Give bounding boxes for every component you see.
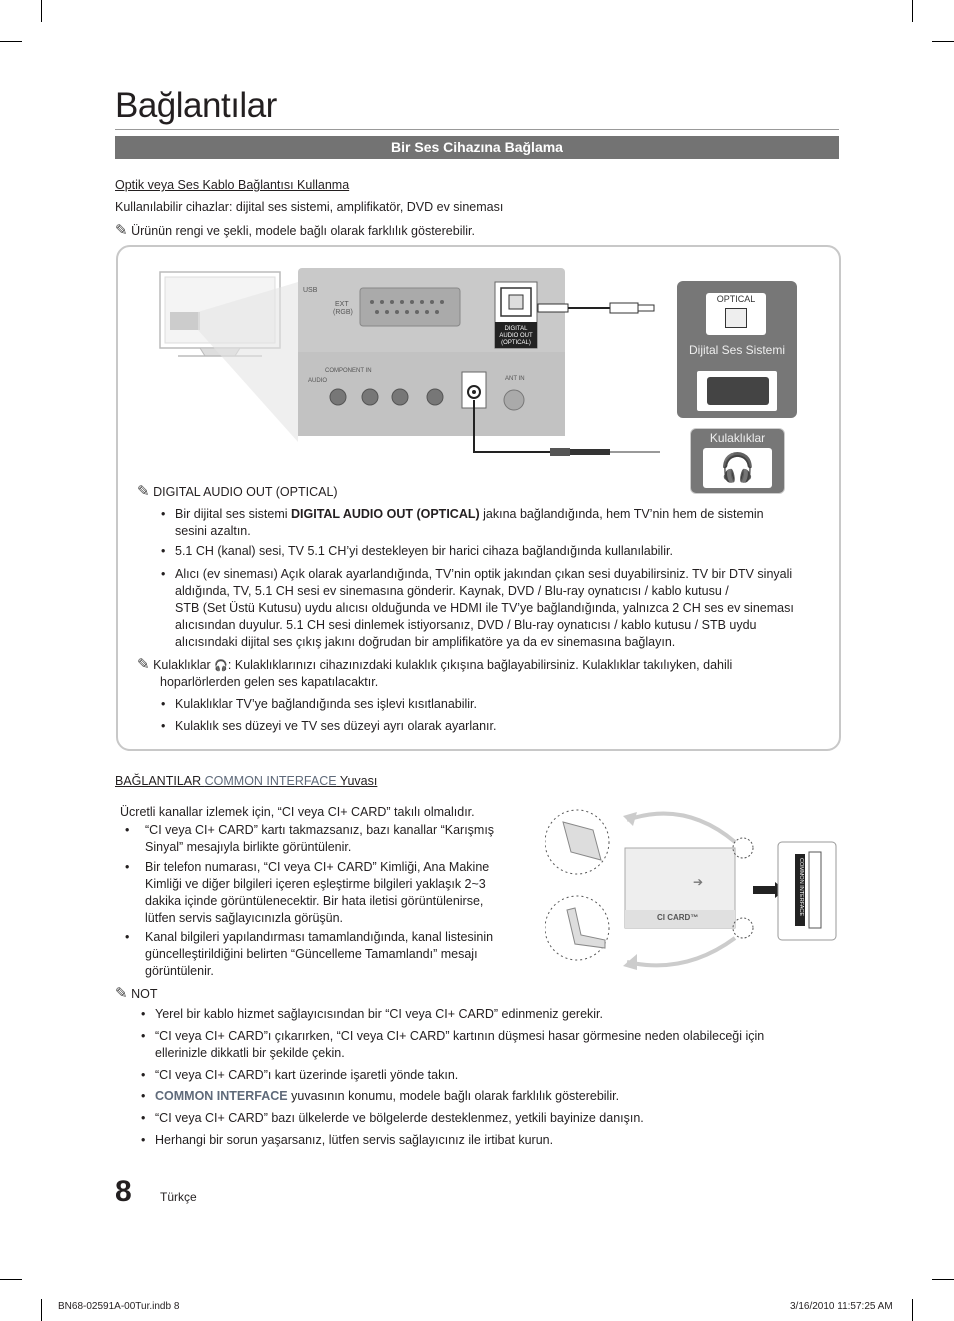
list-item: •Bir dijital ses sistemi DIGITAL AUDIO O… <box>161 507 764 538</box>
usb-label: USB <box>303 287 318 294</box>
note-pencil-icon: ✎ <box>137 655 150 673</box>
devices-text: Kullanılabilir cihazlar: dijital ses sis… <box>115 200 504 214</box>
page-title: Bağlantılar <box>115 86 277 125</box>
note-pencil-icon: ✎ <box>115 984 128 1002</box>
crop-mark <box>0 1279 22 1280</box>
list-item: •Herhangi bir sorun yaşarsanız, lütfen s… <box>141 1133 554 1147</box>
digital-system-label: Dijital Ses Sistemi <box>688 343 786 357</box>
digital-audio-heading: ✎ DIGITAL AUDIO OUT (OPTICAL) <box>137 483 338 501</box>
list-item: •Bir telefon numarası, “CI veya CI+ CARD… <box>125 860 490 925</box>
ci-card-label: CI CARD™ <box>657 913 698 922</box>
list-item: •5.1 CH (kanal) sesi, TV 5.1 CH’yi deste… <box>161 544 673 558</box>
crop-mark <box>932 41 954 42</box>
common-interface-slot-label: COMMON INTERFACE <box>798 858 804 916</box>
speaker-icon <box>707 377 769 405</box>
optical-heading: Optik veya Ses Kablo Bağlantısı Kullanma <box>115 178 350 192</box>
footer-timestamp: 3/16/2010 11:57:25 AM <box>790 1301 893 1312</box>
svg-text:COMPONENT IN: COMPONENT IN <box>325 368 372 374</box>
arrow-icon: ➔ <box>693 875 703 889</box>
list-item: •“CI veya CI+ CARD”ı çıkarırken, “CI vey… <box>141 1029 765 1060</box>
optical-port-icon <box>725 308 747 328</box>
ci-intro: Ücretli kanallar izlemek için, “CI veya … <box>120 805 475 819</box>
crop-mark <box>0 41 22 42</box>
list-item: •Kanal bilgileri yapılandırması tamamlan… <box>125 930 494 978</box>
note-pencil-icon: ✎ <box>115 221 128 239</box>
crop-mark <box>41 0 42 22</box>
ci-card-diagram: ➔ CI CARD™ COMMON INTERFACE <box>545 809 837 970</box>
page-language: Türkçe <box>160 1190 197 1204</box>
crop-mark <box>932 1279 954 1280</box>
headphones-icon: 🎧 <box>703 448 772 488</box>
list-item: •“CI veya CI+ CARD”ı kart üzerinde işare… <box>141 1068 459 1082</box>
headphones-label: Kulaklıklar <box>709 431 766 445</box>
digital-system-box: OPTICAL Dijital Ses Sistemi <box>677 281 797 418</box>
optical-tag: OPTICAL <box>716 294 756 304</box>
footer-file: BN68-02591A-00Tur.indb 8 <box>58 1301 180 1312</box>
not-heading: ✎ NOT <box>115 984 158 1002</box>
color-note-text: Ürünün rengi ve şekli, modele bağlı olar… <box>131 224 475 238</box>
connection-diagram: EXT (RGB) USB DIGITAL AUDIO OUT (OPTICAL… <box>159 268 660 456</box>
ext-label: EXT <box>335 301 349 308</box>
list-item: •Kulaklık ses düzeyi ve TV ses düzeyi ay… <box>161 719 497 733</box>
list-item: •“CI veya CI+ CARD” bazı ülkelerde ve bö… <box>141 1111 644 1125</box>
audio-content-box <box>116 245 841 751</box>
page-number: 8 <box>115 1175 132 1208</box>
list-item: •“CI veya CI+ CARD” kartı takmazsanız, b… <box>125 823 495 854</box>
svg-text:AUDIO OUT: AUDIO OUT <box>499 333 533 339</box>
svg-text:(OPTICAL): (OPTICAL) <box>501 340 531 346</box>
headphones-note: ✎ Kulaklıklar 🎧: Kulaklıklarınızı cihazı… <box>137 655 733 690</box>
crop-mark <box>912 0 913 22</box>
headphones-icon: 🎧 <box>214 659 228 672</box>
ci-heading: BAĞLANTILAR COMMON INTERFACE Yuvası <box>115 774 378 788</box>
list-item: •Yerel bir kablo hizmet sağlayıcısından … <box>141 1007 603 1021</box>
list-item: •COMMON INTERFACE yuvasının konumu, mode… <box>141 1089 620 1103</box>
svg-text:AUDIO: AUDIO <box>308 378 327 384</box>
svg-text:DIGITAL: DIGITAL <box>505 326 529 332</box>
headphones-box: Kulaklıklar 🎧 <box>690 428 785 494</box>
list-item: •Kulaklıklar TV’ye bağlandığında ses işl… <box>161 697 478 711</box>
color-note: ✎ Ürünün rengi ve şekli, modele bağlı ol… <box>115 222 475 240</box>
digital-audio-heading-text: DIGITAL AUDIO OUT (OPTICAL) <box>153 485 338 499</box>
section-bar: Bir Ses Cihazına Bağlama <box>115 136 839 159</box>
note-pencil-icon: ✎ <box>137 482 150 500</box>
title-rule <box>115 129 839 130</box>
list-item: •Alıcı (ev sineması) Açık olarak ayarlan… <box>161 567 794 649</box>
crop-mark <box>41 1299 42 1321</box>
ext-rgb-label: (RGB) <box>333 309 353 316</box>
crop-mark <box>912 1299 913 1321</box>
svg-text:ANT IN: ANT IN <box>505 376 525 382</box>
